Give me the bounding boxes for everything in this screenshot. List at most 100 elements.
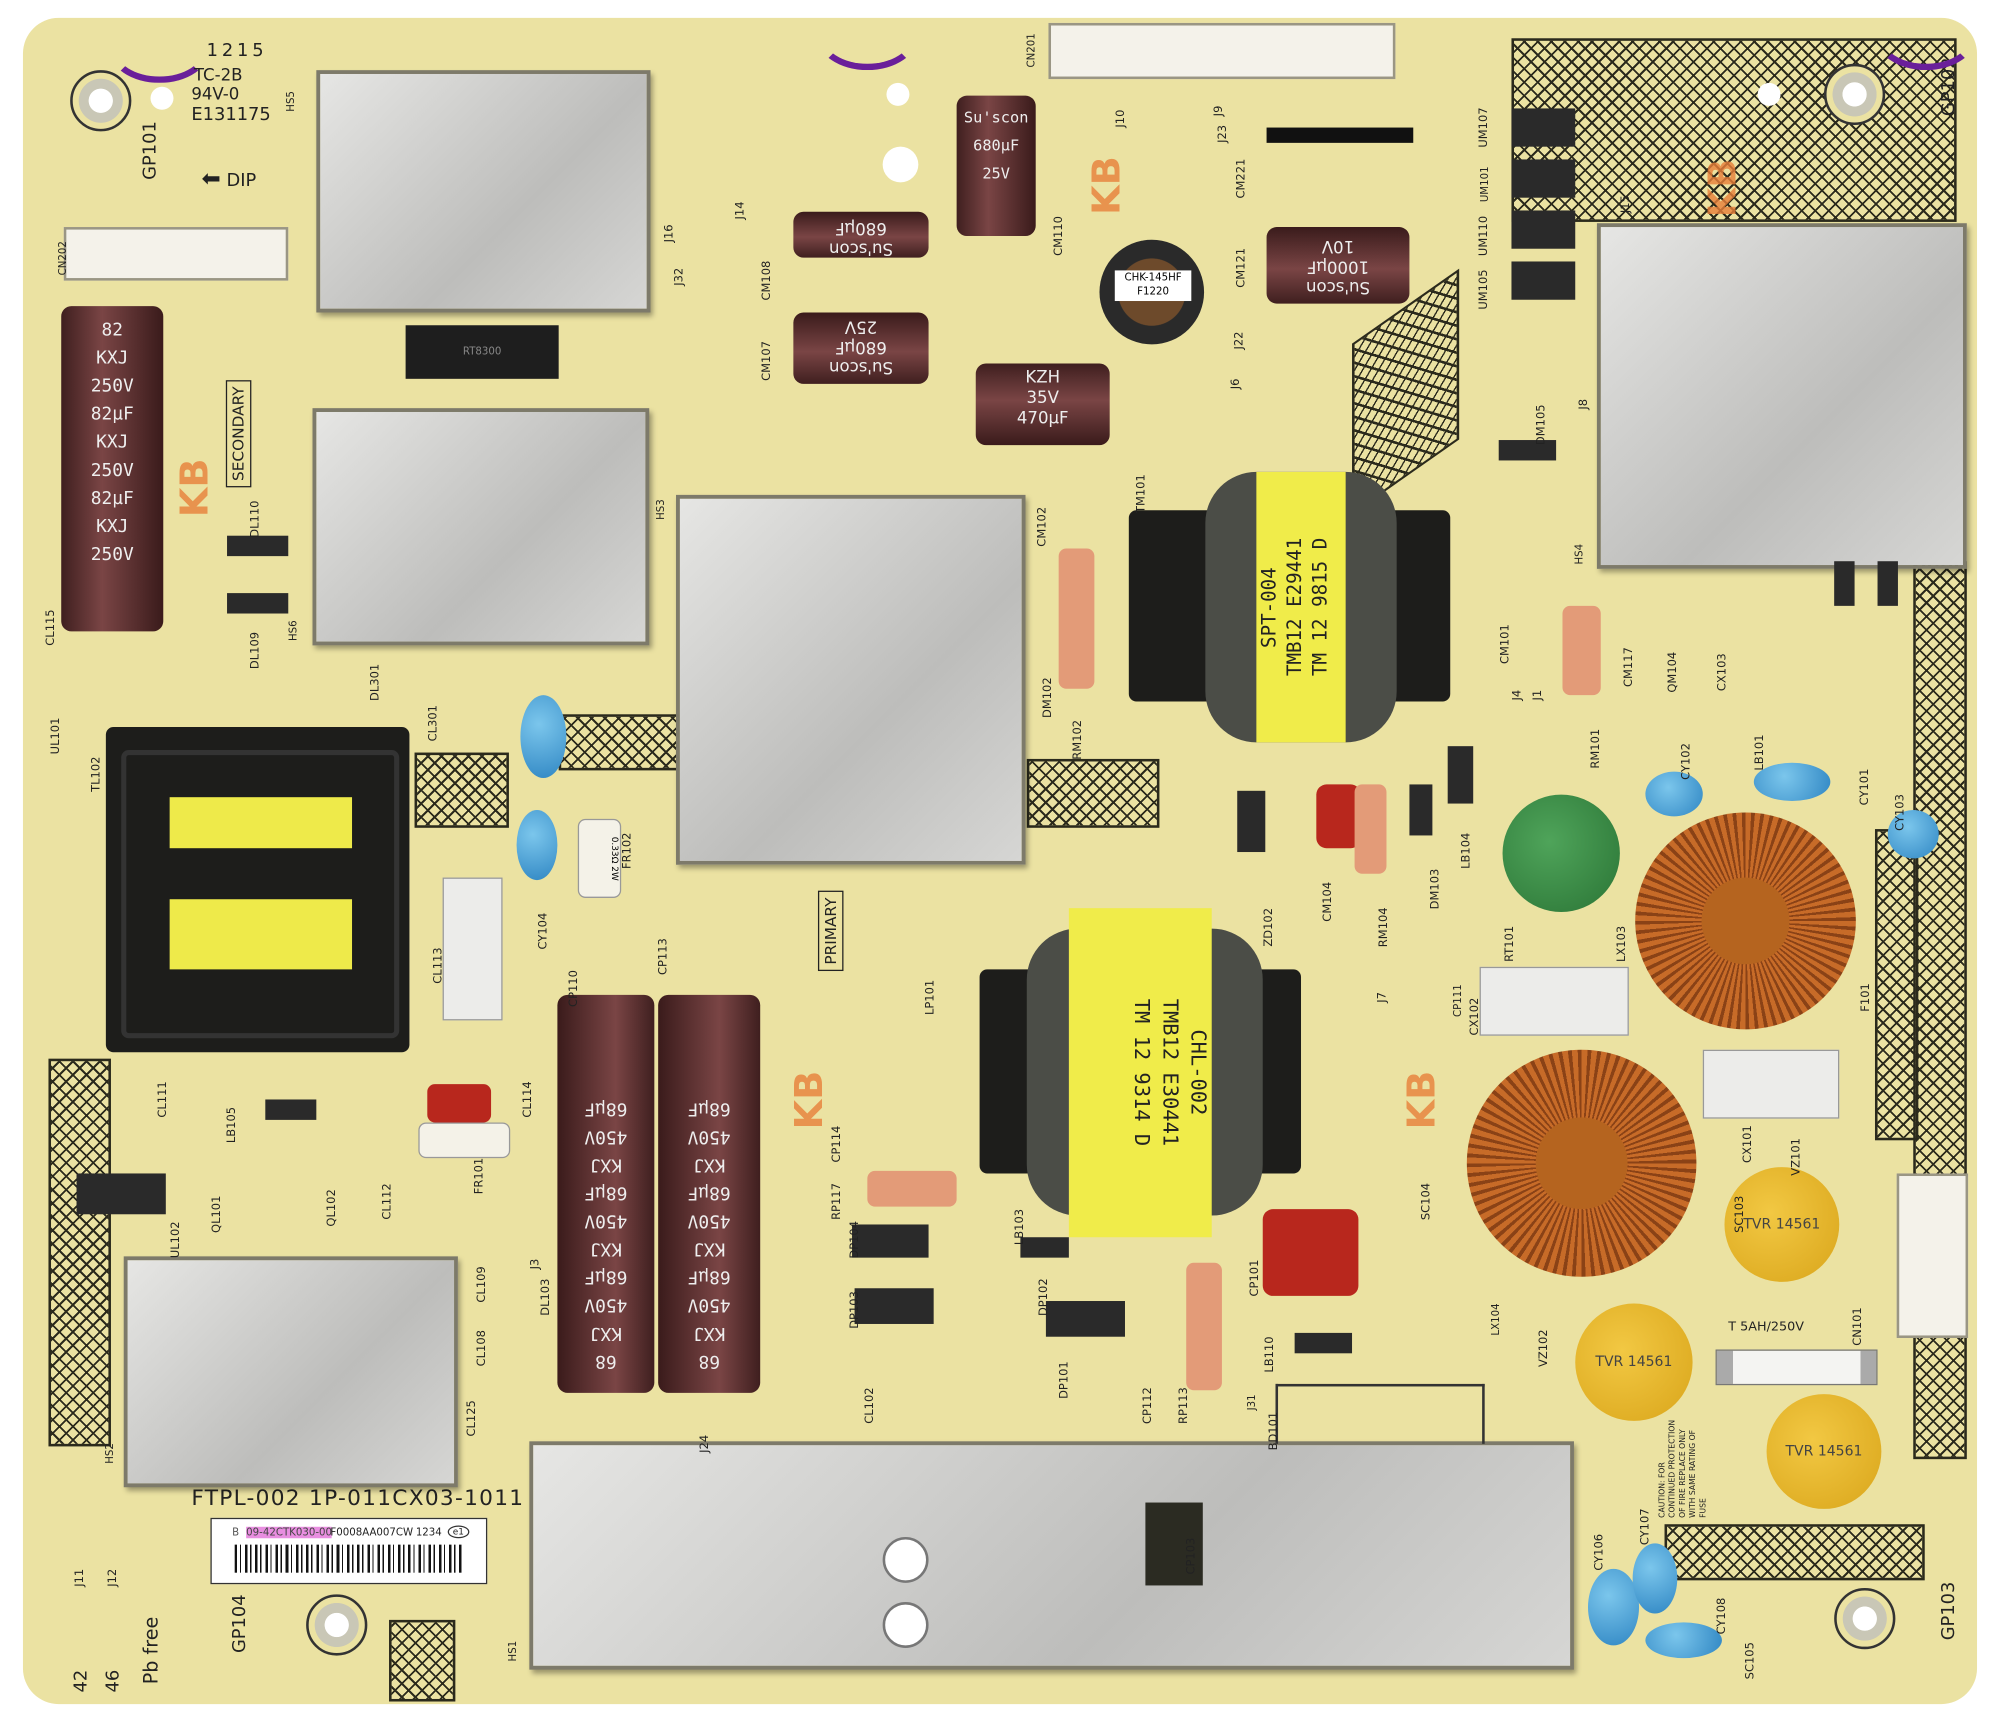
y-capacitor (1645, 771, 1703, 817)
y-capacitor (1587, 1568, 1640, 1646)
fuse-f101 (1715, 1349, 1878, 1386)
refdes: UM107 (1478, 107, 1491, 148)
refdes: CL301 (427, 705, 441, 742)
date-code: 1215 (206, 40, 268, 62)
diode-dl109 (227, 593, 289, 614)
varistor-vz103: TVR 14561 (1766, 1394, 1882, 1509)
refdes: HS2 (104, 1443, 116, 1464)
cap-text: KXJ (96, 516, 129, 537)
refdes: CN201 (1025, 33, 1037, 68)
refdes: DL109 (249, 631, 263, 670)
cap-text: 68µF (584, 1182, 628, 1203)
refdes: FR102 (621, 832, 635, 870)
refdes: CY103 (1894, 794, 1908, 831)
refdes: J32 (673, 267, 687, 286)
refdes: HS6 (287, 620, 300, 642)
refdes: LX103 (1616, 925, 1630, 962)
diode-lb104 (1447, 746, 1474, 804)
diode-dp106 (1877, 561, 1898, 606)
cap-text: 68µF (584, 1266, 628, 1287)
capacitor-cp110: 68 KXJ 450V 68µF KXJ 450V 68µF KXJ 450V … (557, 994, 655, 1393)
kb-marking: KB (787, 1070, 833, 1130)
mounting-hole (886, 82, 910, 106)
refdes: CY101 (1858, 768, 1872, 806)
refdes: J10 (1114, 109, 1128, 128)
refdes: DL301 (369, 663, 383, 701)
transformer-text: TMB12 E30441 (1158, 998, 1183, 1147)
ground-lug (1834, 1587, 1896, 1650)
cap-text: Su'scon (1305, 276, 1371, 296)
cap-text: 68µF (687, 1266, 731, 1287)
y-capacitor (1632, 1543, 1678, 1614)
trace-hatch (1874, 829, 1919, 1141)
mount-label: GP104 (229, 1594, 251, 1654)
resistor-rp117 (867, 1170, 957, 1207)
refdes: J31 (1245, 1394, 1258, 1411)
refdes: CY104 (537, 912, 551, 950)
refdes: CL109 (476, 1266, 489, 1303)
marker-stroke (816, 0, 919, 71)
cap-text: 82µF (90, 488, 134, 509)
refdes: HS3 (655, 499, 667, 520)
resistor-rm102 (1058, 548, 1095, 689)
refdes: LB105 (226, 1106, 239, 1144)
refdes: SC103 (1734, 1195, 1747, 1233)
refdes: CL112 (381, 1183, 395, 1220)
transformer-text: TM 12 9815 D (1308, 538, 1332, 677)
refdes: J12 (107, 1568, 120, 1587)
kb-marking: KB (1084, 156, 1130, 216)
optocoupler-um107 (1511, 108, 1576, 147)
refdes: UL101 (50, 717, 63, 755)
marker-stroke (1874, 0, 1978, 71)
refdes: J3 (529, 1258, 543, 1270)
diode-dm105 (1498, 440, 1557, 461)
cap-text: 68µF (687, 1098, 731, 1119)
refdes: CM121 (1235, 247, 1249, 288)
cap-text: 250V (90, 460, 134, 481)
material-marking: TC-2B (193, 66, 243, 86)
refdes: RP113 (1177, 1387, 1191, 1425)
y-capacitor (516, 809, 558, 881)
diode-lb103 (1020, 1237, 1069, 1258)
refdes: CL115 (44, 609, 58, 646)
refdes: RM104 (1378, 907, 1392, 948)
refdes: SC104 (1420, 1182, 1434, 1221)
transformer-text: TMB12 E29441 (1283, 538, 1307, 677)
y-capacitor (1645, 1622, 1722, 1659)
refdes: J14 (734, 201, 748, 220)
refdes: HS1 (507, 1640, 519, 1662)
kb-marking: KB (172, 458, 218, 518)
bridge-rectifier-bd101 (1275, 1383, 1485, 1444)
refdes: HS4 (1573, 543, 1585, 565)
optocoupler-ul102 (76, 1173, 166, 1215)
caution-text: CAUTION: FOR CONTINUED PROTECTION OF FIR… (1658, 1419, 1708, 1518)
ic-rt8300: RT8300 (405, 325, 559, 379)
refdes: LX104 (1489, 1303, 1502, 1336)
refdes: DM105 (1535, 404, 1549, 446)
refdes: J24 (699, 1434, 712, 1453)
label-code: 1234 (415, 1526, 442, 1539)
connector-cn202 (63, 227, 289, 281)
refdes: CM117 (1623, 647, 1636, 688)
refdes: ZD102 (1262, 907, 1276, 947)
refdes: CL114 (521, 1081, 535, 1118)
cap-text: 450V (687, 1210, 731, 1231)
varistor-vz102: TVR 14561 (1575, 1303, 1693, 1421)
refdes: RM102 (1072, 719, 1085, 760)
cap-text: KXJ (589, 1238, 623, 1259)
refdes: RT101 (1503, 925, 1517, 962)
dip-arrow: ⬅ DIP (202, 166, 257, 193)
refdes: F101 (1859, 983, 1873, 1012)
capacitor-cm110: Su'scon 680µF 25V (956, 95, 1036, 236)
refdes: J15 (1619, 195, 1633, 214)
diode-lb110 (1294, 1332, 1353, 1354)
mounting-hole (1757, 82, 1781, 106)
cap-text: KXJ (589, 1154, 623, 1175)
kb-marking: KB (1700, 158, 1746, 218)
label-part-number: 09-42CTK030-00 (246, 1526, 333, 1539)
capacitor-cl113 (442, 877, 503, 1021)
label-badge: e1 (447, 1525, 470, 1539)
diode-dp107 (1834, 561, 1855, 606)
refdes: CM110 (1053, 216, 1066, 256)
